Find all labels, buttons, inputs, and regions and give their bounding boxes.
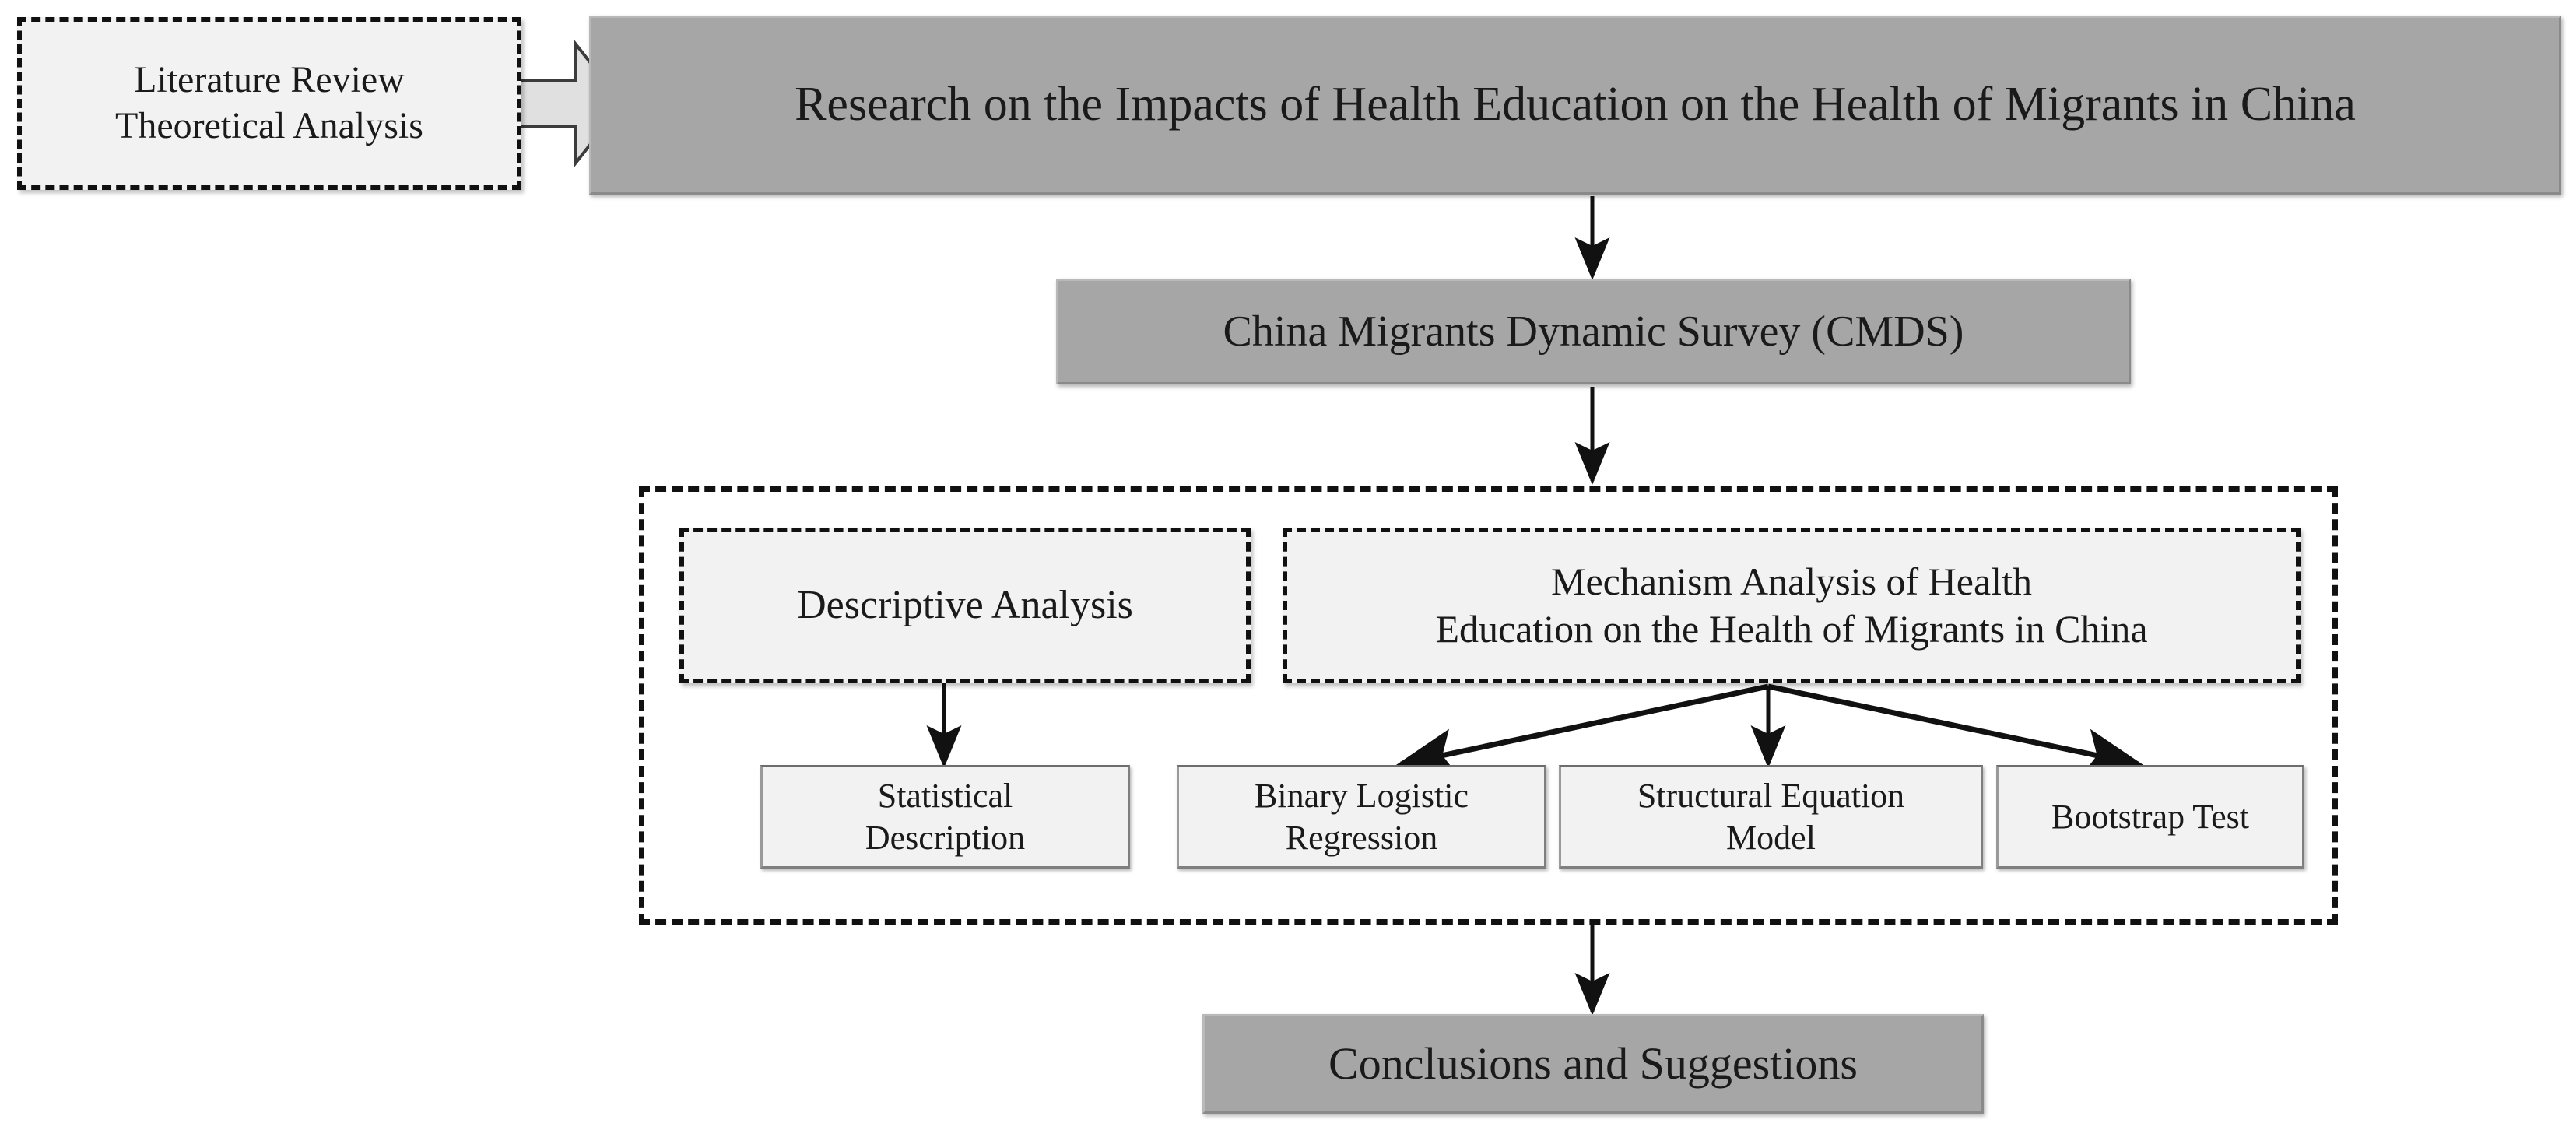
node-mechanism-analysis-label: Mechanism Analysis of Health Education o… (1435, 560, 2148, 651)
node-analysis-group (639, 486, 2338, 925)
node-structural-equation-model[interactable]: Structural Equation Model (1559, 765, 1983, 869)
node-research-title[interactable]: Research on the Impacts of Health Educat… (589, 16, 2561, 195)
node-cmds-label: China Migrants Dynamic Survey (CMDS) (1223, 307, 1964, 356)
node-literature-review-label: Literature Review Theoretical Analysis (115, 59, 423, 146)
node-research-title-label: Research on the Impacts of Health Educat… (795, 78, 2356, 132)
node-binary-logistic-regression[interactable]: Binary Logistic Regression (1177, 765, 1546, 869)
node-mechanism-analysis[interactable]: Mechanism Analysis of Health Education o… (1283, 528, 2301, 683)
node-literature-review[interactable]: Literature Review Theoretical Analysis (17, 17, 521, 190)
node-bootstrap-test-label: Bootstrap Test (2051, 797, 2249, 836)
node-cmds[interactable]: China Migrants Dynamic Survey (CMDS) (1056, 279, 2131, 384)
node-bootstrap-test[interactable]: Bootstrap Test (1996, 765, 2304, 869)
node-statistical-description-label: Statistical Description (865, 776, 1026, 857)
node-binary-logistic-regression-label: Binary Logistic Regression (1255, 776, 1469, 857)
node-conclusions-label: Conclusions and Suggestions (1328, 1037, 1858, 1089)
node-descriptive-analysis-label: Descriptive Analysis (797, 583, 1133, 628)
node-conclusions[interactable]: Conclusions and Suggestions (1202, 1014, 1984, 1114)
node-descriptive-analysis[interactable]: Descriptive Analysis (679, 528, 1251, 683)
node-structural-equation-model-label: Structural Equation Model (1637, 776, 1905, 857)
node-statistical-description[interactable]: Statistical Description (760, 765, 1130, 869)
